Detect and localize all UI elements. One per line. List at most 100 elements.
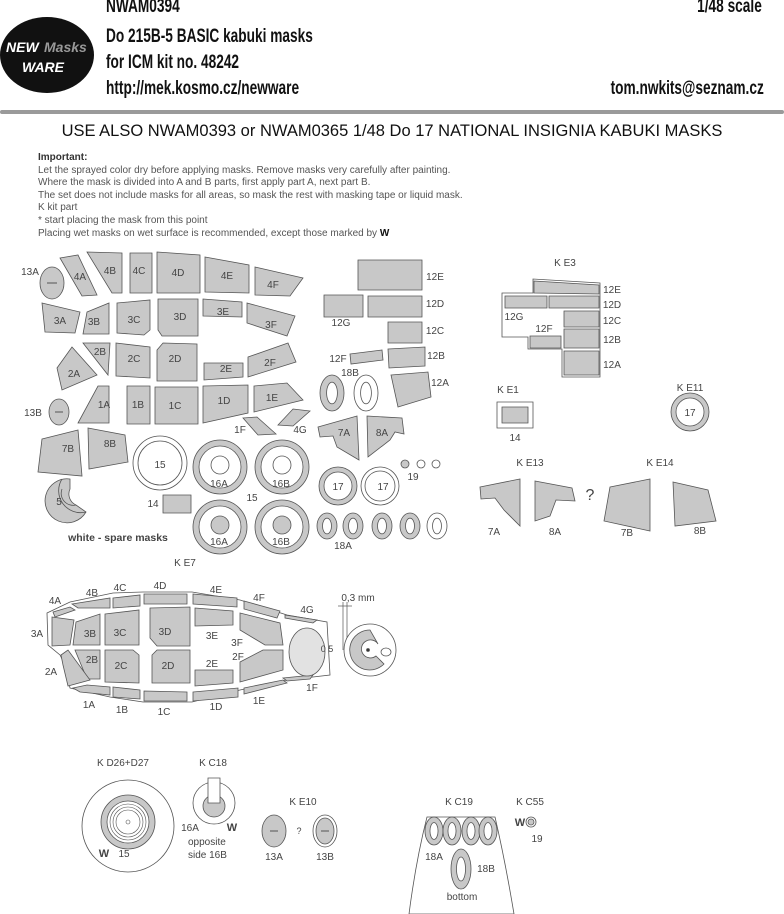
- canopy-label: 4D: [154, 581, 167, 592]
- canopy-mask: [243, 679, 288, 695]
- ke3-label: 12D: [603, 300, 621, 311]
- canopy-mask: [239, 612, 284, 646]
- canopy-label: 1D: [210, 702, 223, 713]
- instruction-line: The set does not include masks for all a…: [38, 189, 463, 201]
- mask-piece: [349, 349, 384, 365]
- part-label: 16A: [210, 537, 228, 548]
- ke10-label: 13B: [316, 852, 334, 863]
- part-label: 13A: [21, 267, 39, 278]
- ke3-label: 12B: [603, 335, 621, 346]
- mask-piece: [59, 254, 98, 297]
- kc18-note: opposite: [188, 837, 226, 848]
- ke10-label: 13A: [265, 852, 283, 863]
- mask-5-c-shape: [44, 478, 87, 524]
- kc19-ring-18a-hole: [483, 822, 493, 840]
- kc19-bottom-label: bottom: [447, 892, 478, 903]
- website-link[interactable]: http://mek.kosmo.cz/newware: [106, 78, 300, 99]
- ke10-title: K E10: [289, 797, 317, 808]
- part-label: 4F: [267, 280, 279, 291]
- part-label: 4A: [74, 272, 87, 283]
- mask-piece: [253, 382, 304, 413]
- mask-piece: [317, 415, 360, 461]
- part-label: 18A: [334, 541, 352, 552]
- offset-label: 0 5: [321, 644, 334, 654]
- canopy-mask: [104, 649, 140, 684]
- part-label: 5: [56, 497, 62, 508]
- mask-piece: [82, 342, 111, 377]
- canopy-label: 1A: [83, 700, 96, 711]
- banner-note: USE ALSO NWAM0393 or NWAM0365 1/48 Do 17…: [61, 122, 723, 140]
- canopy-mask: [70, 597, 111, 609]
- wet-mark-w: W: [227, 822, 238, 834]
- part-label: 3E: [217, 307, 230, 318]
- mask-5-outline: [58, 478, 87, 513]
- ke7-title: K E7: [174, 558, 196, 569]
- mask-piece: [86, 251, 123, 294]
- nose-c-mask: [349, 629, 385, 671]
- ke3-label: 12C: [603, 316, 621, 327]
- part-label: 1E: [266, 393, 279, 404]
- canopy-mask: [143, 690, 188, 702]
- ke1-title: K E1: [497, 385, 519, 396]
- mask-piece: [202, 384, 249, 424]
- part-label: 1D: [218, 396, 231, 407]
- mask-piece: [242, 416, 277, 436]
- part-label: 2B: [94, 347, 107, 358]
- canopy-label: 2F: [232, 652, 244, 663]
- mask-dot-19: [400, 459, 410, 469]
- part-label: 3D: [174, 312, 187, 323]
- kc19-title: K C19: [445, 797, 473, 808]
- canopy-mask: [192, 687, 239, 702]
- canopy-label: 1B: [116, 705, 129, 716]
- mask-ring-18a-hole: [405, 517, 415, 535]
- hub-mask: [272, 455, 292, 475]
- instruction-line: Where the mask is divided into A and B p…: [38, 177, 371, 189]
- kc18-strut: [207, 777, 221, 804]
- canopy-label: 3B: [84, 629, 97, 640]
- ke3-mask: [504, 295, 548, 309]
- part-label: 2F: [264, 358, 276, 369]
- canopy-label: 2B: [86, 655, 99, 666]
- part-label: 7B: [62, 444, 75, 455]
- ke3-mask: [529, 335, 562, 349]
- part-label: 3B: [88, 317, 101, 328]
- spare-dot-19: [431, 459, 441, 469]
- mask-piece: [277, 408, 311, 427]
- canopy-mask: [192, 593, 238, 608]
- spare-ring-18a-hole: [432, 517, 442, 535]
- ke3-mask: [563, 350, 600, 376]
- part-label: 2E: [220, 364, 233, 375]
- wet-mark-w: W: [99, 848, 110, 860]
- part-label: 2D: [169, 354, 182, 365]
- canopy-mask: [71, 684, 111, 696]
- canopy-label: 1E: [253, 696, 266, 707]
- mask-piece: [126, 385, 151, 425]
- kc55-label: 19: [531, 834, 543, 845]
- part-label: 12F: [329, 354, 346, 365]
- part-label: 13B: [24, 408, 42, 419]
- canopy-mask: [151, 649, 191, 684]
- mask-piece: [387, 321, 423, 344]
- mask-piece: [203, 362, 244, 381]
- ke3-label: 12A: [603, 360, 621, 371]
- part-label: 1A: [98, 400, 111, 411]
- part-label: 3F: [265, 320, 277, 331]
- ke14-mask-8b: [672, 481, 717, 527]
- canopy-mask: [243, 600, 281, 619]
- mask-piece: [390, 371, 432, 408]
- part-label: 4G: [293, 425, 307, 436]
- part-label: 8A: [376, 428, 389, 439]
- ke11-label: 17: [684, 408, 696, 419]
- mask-piece: [154, 386, 199, 425]
- mask-piece: [254, 266, 304, 297]
- mask-piece: [387, 346, 426, 369]
- ke3-label: 12E: [603, 285, 621, 296]
- canopy-mask: [74, 649, 101, 680]
- email-link[interactable]: tom.nwkits@seznam.cz: [610, 78, 764, 99]
- canopy-label: 2E: [206, 659, 219, 670]
- canopy-mask: [284, 614, 318, 624]
- ke14-label: 8B: [694, 526, 707, 537]
- ke1-mask: [501, 406, 529, 424]
- part-label: 3A: [54, 316, 67, 327]
- instructions: Important: Let the sprayed color dry bef…: [38, 152, 463, 240]
